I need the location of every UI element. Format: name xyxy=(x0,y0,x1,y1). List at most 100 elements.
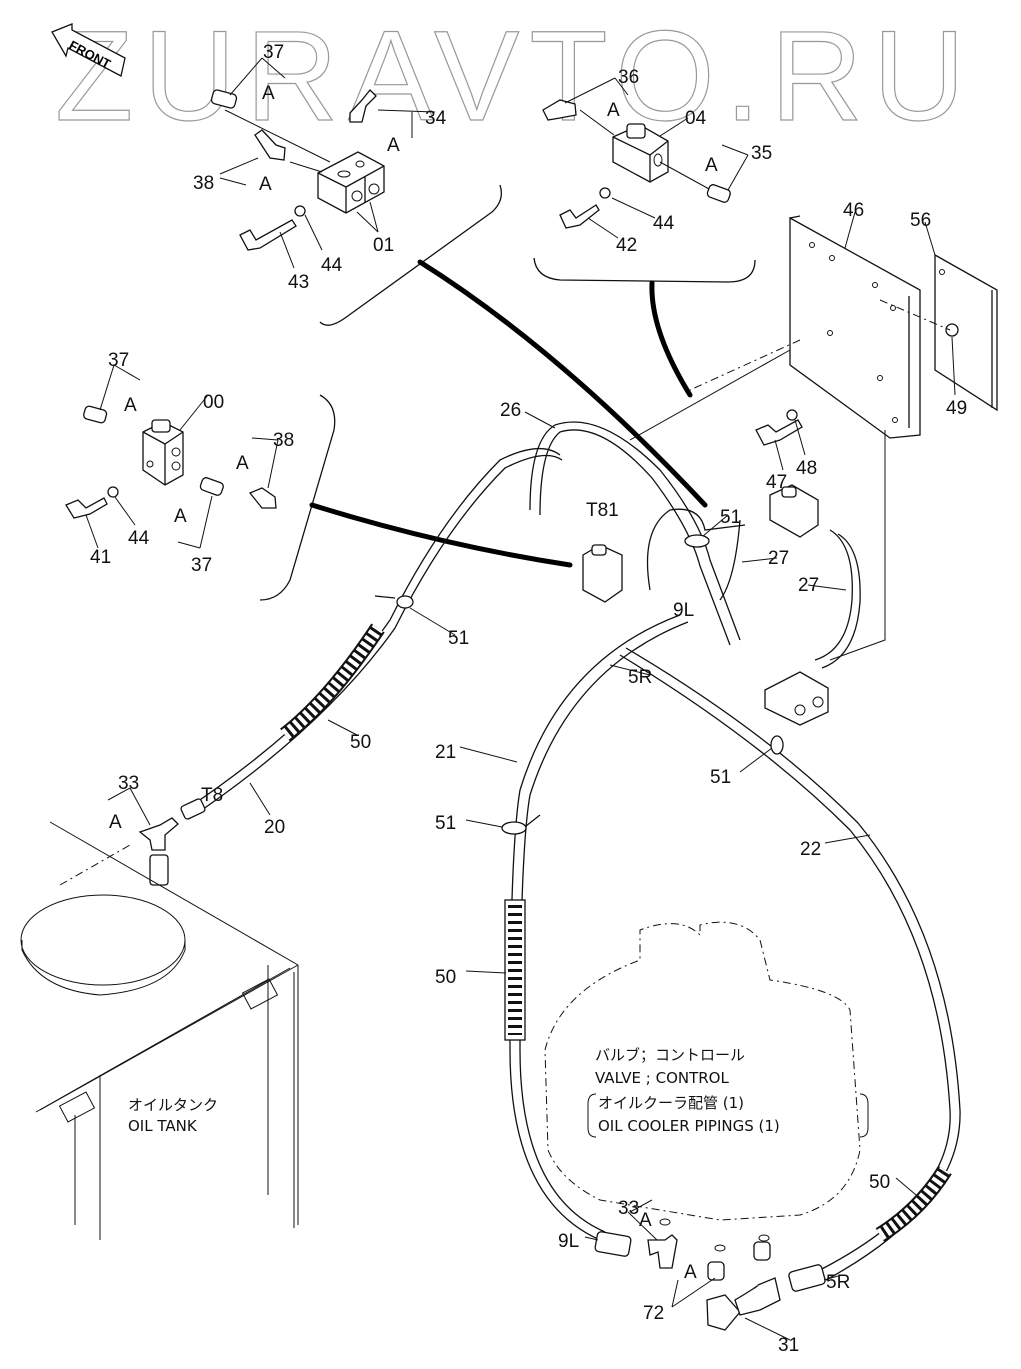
callout-label-37: 37 xyxy=(263,42,284,63)
callout-label-37: 37 xyxy=(108,350,129,371)
washer-44-c xyxy=(107,486,119,498)
control-valve-outline xyxy=(544,921,861,1221)
seal-marker-a: A xyxy=(259,174,272,195)
fitting-35 xyxy=(706,184,731,203)
callout-label-5R: 5R xyxy=(826,1272,850,1293)
tank-caption: オイルタンク OIL TANK xyxy=(128,1096,218,1135)
callout-label-36: 36 xyxy=(618,67,639,88)
fitting-38-b xyxy=(248,487,277,509)
callout-label-20: 20 xyxy=(264,817,285,838)
washer-49 xyxy=(945,323,959,337)
fitting-37-c xyxy=(199,477,224,496)
callout-label-44: 44 xyxy=(653,213,675,234)
tank-caption-jp: オイルタンク xyxy=(128,1096,218,1114)
hose-27-a xyxy=(646,508,746,601)
callout-label-51: 51 xyxy=(448,628,469,649)
oil-tank xyxy=(20,821,299,1240)
callout-label-38: 38 xyxy=(273,430,294,451)
tank-caption-en: OIL TANK xyxy=(128,1117,198,1135)
callout-label-31: 31 xyxy=(778,1335,799,1356)
seal-marker-a: A xyxy=(705,155,718,176)
valve-block-mid-left xyxy=(582,544,623,603)
bracket-plate-46 xyxy=(789,215,921,439)
valve-caption-jp: バルブ；コントロール xyxy=(595,1046,745,1064)
hose-21 xyxy=(509,614,689,1241)
callout-label-44: 44 xyxy=(128,528,150,549)
callout-label-21: 21 xyxy=(435,742,456,763)
washer-44-a xyxy=(294,205,306,217)
seal-marker-a: A xyxy=(387,135,400,156)
detail-bracket-04 xyxy=(533,257,756,398)
hose-20 xyxy=(184,447,563,819)
fitting-34-elbow xyxy=(349,89,377,123)
protector-50-b xyxy=(504,899,526,1041)
callout-label-46: 46 xyxy=(843,200,864,221)
washer-44-b xyxy=(599,187,611,199)
hose-22 xyxy=(619,647,961,1281)
callout-label-01: 01 xyxy=(373,235,394,256)
bolt-41 xyxy=(65,497,108,519)
fitting-38-elbow xyxy=(254,129,286,161)
callout-label-72: 72 xyxy=(643,1303,664,1324)
callout-label-50: 50 xyxy=(435,967,456,988)
seal-marker-a: A xyxy=(639,1210,652,1231)
callout-label-51: 51 xyxy=(720,507,741,528)
seal-marker-a: A xyxy=(607,100,620,121)
clamp-51-d xyxy=(501,814,541,835)
valve-block-01 xyxy=(224,109,385,214)
seal-marker-a: A xyxy=(684,1262,697,1283)
clamp-51-a xyxy=(684,534,710,548)
valve-caption-en: VALVE ; CONTROL xyxy=(595,1069,729,1087)
protector-50-c xyxy=(875,1165,952,1242)
watermark: ZURAVTO.RU xyxy=(55,5,975,148)
bracket-plate-56 xyxy=(934,253,998,412)
seal-marker-a: A xyxy=(124,395,137,416)
clamp-51-c xyxy=(770,735,784,755)
seal-marker-a: A xyxy=(174,506,187,527)
callout-label-27: 27 xyxy=(798,575,819,596)
seal-marker-a: A xyxy=(236,453,249,474)
bolt-47 xyxy=(755,419,803,446)
callout-label-35: 35 xyxy=(751,143,772,164)
detail-bracket-00 xyxy=(259,394,573,601)
valve-caption-sub-en: OIL COOLER PIPINGS (1) xyxy=(598,1117,780,1135)
adapter-72-b xyxy=(753,1241,771,1261)
valve-block-00 xyxy=(142,419,184,486)
callout-label-51: 51 xyxy=(435,813,456,834)
bolt-42 xyxy=(559,204,600,229)
adapter-72-a xyxy=(707,1261,725,1281)
valve-caption: バルブ；コントロール VALVE ; CONTROL オイルクーラ配管 (1) … xyxy=(587,1046,869,1138)
callout-label-44: 44 xyxy=(321,255,343,276)
callout-label-22: 22 xyxy=(800,839,821,860)
seal-marker-a: A xyxy=(109,812,122,833)
tee-fitting-33 xyxy=(138,798,206,886)
callout-label-04: 04 xyxy=(685,108,707,129)
valve-block-lower xyxy=(764,671,829,726)
callout-label-38: 38 xyxy=(193,173,214,194)
callout-label-33: 33 xyxy=(118,773,139,794)
fitting-9L-end xyxy=(594,1231,632,1257)
callout-label-56: 56 xyxy=(910,210,931,231)
valve-caption-sub-jp: オイルクーラ配管 (1) xyxy=(598,1094,744,1112)
fitting-37-b xyxy=(83,405,108,424)
tee-fitting-33-b xyxy=(647,1234,678,1269)
callout-label-47: 47 xyxy=(766,472,787,493)
pipe-tee-31 xyxy=(706,1277,781,1331)
callout-label-41: 41 xyxy=(90,547,111,568)
callout-label-43: 43 xyxy=(288,272,309,293)
detail-bracket-01 xyxy=(319,184,708,508)
callout-label-37: 37 xyxy=(191,555,212,576)
callout-label-T8: T8 xyxy=(201,785,223,806)
leader-lines xyxy=(85,57,956,1341)
washer-48 xyxy=(786,409,798,421)
valve-block-mid-right xyxy=(769,484,819,538)
callout-label-9L: 9L xyxy=(673,600,694,621)
callout-label-9L: 9L xyxy=(558,1231,579,1252)
protector-50-a xyxy=(280,623,385,742)
callout-label-34: 34 xyxy=(425,108,447,129)
fitting-5R-end xyxy=(788,1264,826,1292)
hose-27-b xyxy=(814,529,861,669)
